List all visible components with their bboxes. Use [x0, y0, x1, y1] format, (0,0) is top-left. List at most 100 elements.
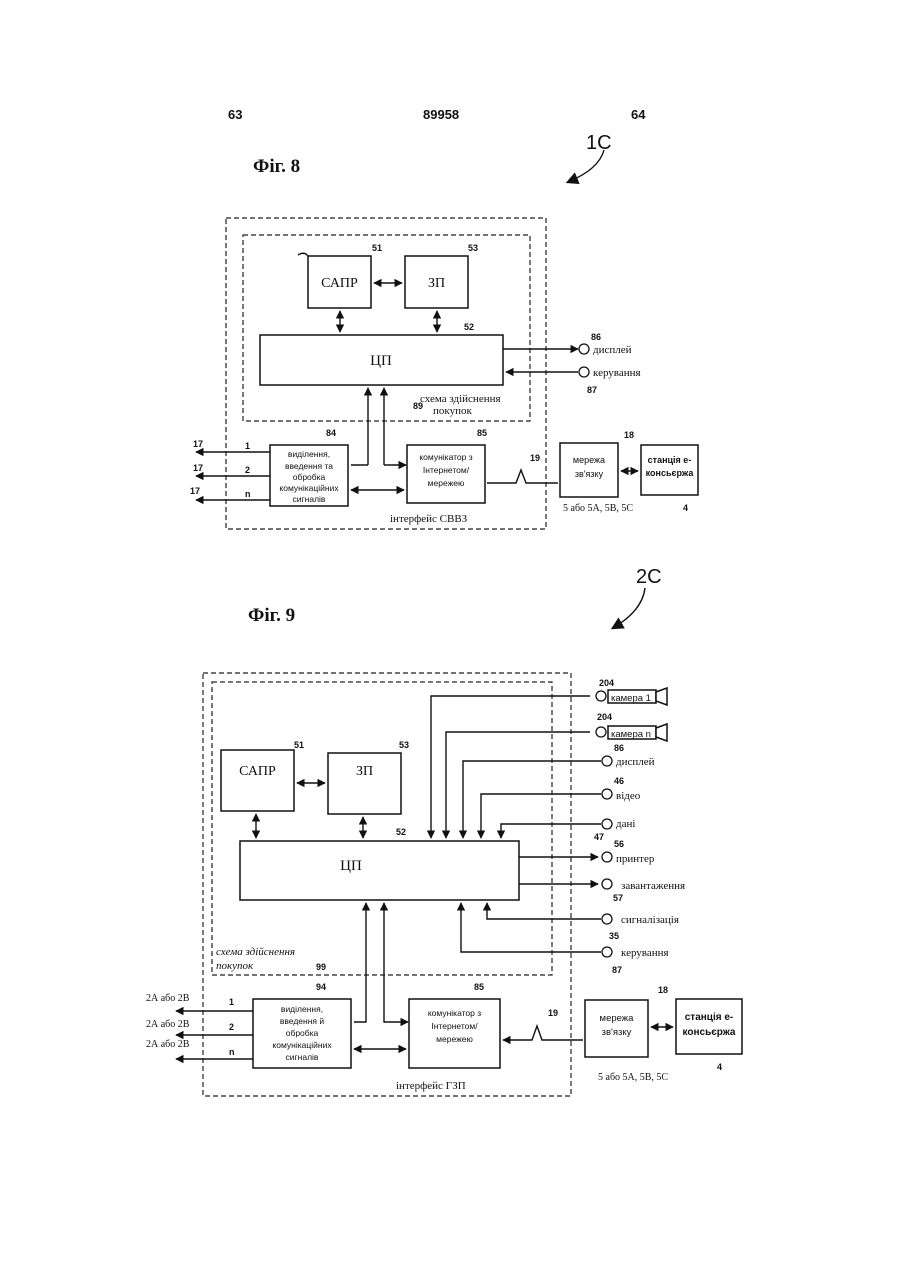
fig8-reference-label: 1C	[586, 132, 612, 154]
fig9-station-number: 4	[717, 1062, 722, 1072]
page-number-left: 63	[228, 107, 242, 122]
fig9-extract-line5: сигналів	[286, 1052, 319, 1062]
fig9-display-line	[463, 761, 601, 838]
fig8-zp-number: 53	[468, 243, 478, 253]
fig8-scheme-label-line1: схема здійснення	[420, 393, 501, 405]
fig8-extract-line3: обробка	[293, 472, 326, 482]
fig8-control-terminal	[579, 367, 589, 377]
fig9-data-number: 47	[594, 832, 604, 842]
page-header: 63 89958 64	[228, 107, 646, 122]
fig8-extract-line4: комунікаційних	[279, 483, 339, 493]
fig9-title: Фіг. 9	[248, 605, 295, 626]
fig9-video-line	[481, 794, 601, 838]
fig8-control-label: керування	[593, 367, 641, 379]
fig9-cameran-line	[446, 732, 590, 838]
fig9-camera1-number: 204	[599, 678, 614, 688]
fig8-input-num-n: n	[245, 489, 251, 499]
fig8-scheme-number: 89	[413, 401, 423, 411]
fig9-load-label: завантаження	[621, 880, 685, 892]
fig9-input-num-2: 2	[229, 1022, 234, 1032]
fig9-display-number: 86	[614, 743, 624, 753]
fig8-input-id-n: 17	[190, 486, 200, 496]
fig9-display-label: дисплей	[616, 756, 655, 768]
fig9-camera-n: камера n 204	[596, 712, 667, 741]
figure-9: 2C Фіг. 9 САПР 51 ЗП 53 ЦП 52	[146, 566, 742, 1096]
fig9-video-number: 46	[614, 776, 624, 786]
fig8-communicator-line3: мережею	[428, 478, 465, 488]
fig9-cameran-terminal	[596, 727, 606, 737]
fig9-sapr-block	[221, 750, 294, 811]
fig9-control-terminal	[602, 947, 612, 957]
fig9-network-line2: зв'язку	[602, 1027, 632, 1038]
fig9-alarm-line	[487, 903, 601, 919]
fig9-cameran-number: 204	[597, 712, 612, 722]
fig8-extract-line2: введення та	[285, 461, 333, 471]
fig9-reference-label: 2C	[636, 566, 662, 588]
fig9-sapr-number: 51	[294, 740, 304, 750]
fig9-link-19-number: 19	[548, 1008, 558, 1018]
fig8-link-19-number: 19	[530, 453, 540, 463]
fig8-link-19	[487, 470, 558, 483]
fig9-input-num-n: n	[229, 1047, 235, 1057]
fig8-communicator-line1: комунікатор з	[419, 452, 472, 462]
fig9-printer-number: 56	[614, 839, 624, 849]
fig8-interface-label: інтерфейс СВВЗ	[390, 513, 468, 525]
fig8-network-label: 5 або 5А, 5В, 5С	[563, 503, 633, 514]
fig9-link-18-number: 18	[658, 985, 668, 995]
fig8-display-number: 86	[591, 332, 601, 342]
fig9-input-id-1: 2А або 2В	[146, 993, 190, 1004]
fig9-control-number: 87	[612, 965, 622, 975]
fig9-alarm-label: сигналізація	[621, 914, 679, 926]
fig8-link-18-number: 18	[624, 430, 634, 440]
fig8-network-line1: мережа	[573, 455, 605, 465]
fig8-input-id-2: 17	[193, 463, 203, 473]
fig9-communicator-line3: мережею	[436, 1034, 473, 1044]
fig9-cpu-extract-link	[354, 903, 366, 1022]
fig8-communicator-number: 85	[477, 428, 487, 438]
fig9-reference-arrow	[613, 588, 645, 628]
fig8-communicator-line2: Інтернетом/	[423, 465, 470, 475]
fig9-control-label: керування	[621, 947, 669, 959]
fig9-cpu-block	[240, 841, 519, 900]
fig9-input-id-2: 2А або 2В	[146, 1019, 190, 1030]
fig9-scheme-label-line2: покупок	[216, 960, 254, 972]
fig9-extract-line1: виділення,	[281, 1004, 323, 1014]
fig9-load-number: 57	[613, 893, 623, 903]
fig8-input-num-2: 2	[245, 465, 250, 475]
fig9-camera1-terminal	[596, 691, 606, 701]
fig9-input-lines: 2А або 2В 2А або 2В 2А або 2В 1 2 n	[146, 993, 253, 1059]
fig8-station-number: 4	[683, 503, 688, 513]
fig8-extract-line5: сигналів	[293, 494, 326, 504]
fig8-extract-line1: виділення,	[288, 449, 330, 459]
fig9-camera1-lens-icon	[656, 688, 667, 705]
fig8-reference-arrow	[568, 150, 604, 182]
fig9-cameran-label: камера n	[611, 729, 651, 740]
figure-8: 1C Фіг. 8 САПР 51 ЗП 53 ЦП 52 86 дисплей…	[190, 132, 698, 529]
fig8-cpu-number: 52	[464, 322, 474, 332]
fig8-sapr-leader	[298, 253, 308, 256]
fig8-scheme-label-line2: покупок	[433, 405, 472, 417]
fig8-input-id-1: 17	[193, 439, 203, 449]
fig9-cpu-label: ЦП	[340, 858, 362, 874]
fig9-control-line	[461, 903, 601, 952]
fig8-display-label: дисплей	[593, 344, 632, 356]
fig9-station-line1: станція е-	[685, 1012, 734, 1023]
fig9-cameran-lens-icon	[656, 724, 667, 741]
fig8-sapr-number: 51	[372, 243, 382, 253]
fig9-printer-terminal	[602, 852, 612, 862]
fig9-camera1-line	[431, 696, 590, 838]
fig9-scheme-label-line1: схема здійснення	[216, 946, 295, 958]
fig8-sapr-label: САПР	[321, 276, 358, 291]
fig8-extract-number: 84	[326, 428, 336, 438]
fig8-input-lines: 17 17 17 1 2 n	[190, 439, 270, 500]
fig9-cpu-number: 52	[396, 827, 406, 837]
fig9-data-terminal	[602, 819, 612, 829]
fig8-station-line2: консьєржа	[646, 468, 695, 478]
fig9-network-line1: мережа	[600, 1013, 635, 1024]
fig9-network-label: 5 або 5А, 5В, 5С	[598, 1072, 668, 1083]
page-number-right: 64	[631, 107, 646, 122]
fig9-load-terminal	[602, 879, 612, 889]
fig9-camera-1: камера 1 204	[596, 678, 667, 705]
fig8-title: Фіг. 8	[253, 156, 300, 177]
